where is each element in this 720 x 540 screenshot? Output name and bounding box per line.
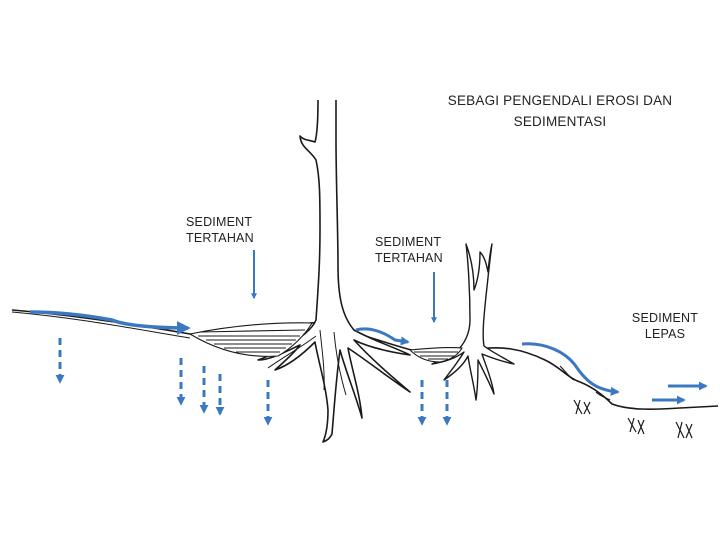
diagram-title: SEBAGI PENGENDALI EROSI DAN SEDIMENTASI	[400, 91, 720, 133]
label-line-2: LEPAS	[630, 327, 700, 343]
label-sediment-retained-left: SEDIMENT TERTAHAN	[186, 215, 254, 246]
small-tree-trunk	[432, 244, 514, 400]
surface-flow-arrow-1	[30, 312, 188, 328]
surface-flow-arrow-3	[522, 344, 618, 392]
ground-surface-lower	[12, 312, 190, 338]
label-line-1: SEDIMENT	[375, 235, 443, 251]
label-line-2: TERTAHAN	[186, 231, 254, 247]
label-sediment-retained-middle: SEDIMENT TERTAHAN	[375, 235, 443, 266]
eroded-soil-marks	[560, 366, 692, 438]
sediment-retained-middle	[410, 348, 462, 362]
title-line-2: SEDIMENTASI	[400, 112, 720, 133]
label-line-1: SEDIMENT	[630, 311, 700, 327]
big-tree-trunk	[258, 100, 410, 442]
label-line-2: TERTAHAN	[375, 251, 443, 267]
label-sediment-loose: SEDIMENT LEPAS	[630, 311, 700, 342]
title-line-1: SEBAGI PENGENDALI EROSI DAN	[400, 91, 720, 112]
label-line-1: SEDIMENT	[186, 215, 254, 231]
